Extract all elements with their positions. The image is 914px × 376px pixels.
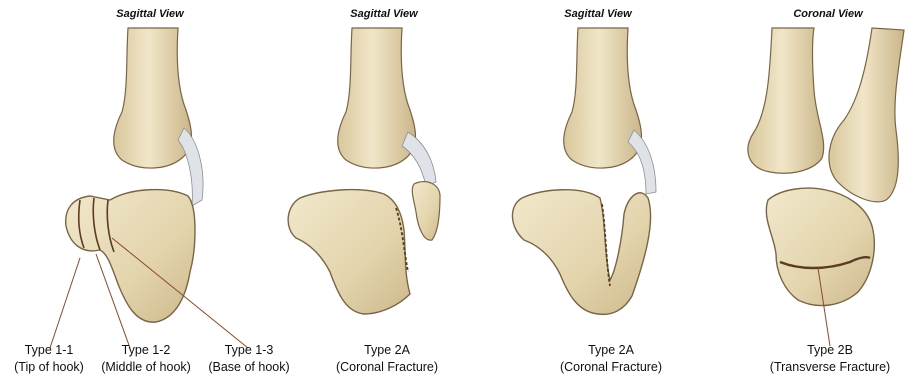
label-type-1-1-desc: (Tip of hook)	[6, 359, 92, 376]
panel-1-leader-type-1-1	[50, 258, 80, 348]
panel-1-drawing	[50, 28, 248, 348]
label-panel-2-name: Type 2A	[324, 342, 450, 359]
panel-3-hamate-body	[512, 190, 650, 315]
panel-4-drawing	[748, 28, 904, 346]
label-type-1-3-name: Type 1-3	[204, 342, 294, 359]
label-panel-3-name: Type 2A	[548, 342, 674, 359]
panel-3-ligament	[628, 130, 656, 194]
label-type-1-2-name: Type 1-2	[92, 342, 200, 359]
label-type-1-1: Type 1-1 (Tip of hook)	[6, 342, 92, 376]
label-panel-4-name: Type 2B	[758, 342, 902, 359]
label-type-1-2-desc: (Middle of hook)	[92, 359, 200, 376]
panel-2-title: Sagittal View	[304, 8, 464, 20]
panel-2-ligament	[402, 132, 436, 186]
panel-4-title: Coronal View	[748, 8, 908, 20]
label-panel-3-type: Type 2A (Coronal Fracture)	[548, 342, 674, 376]
panel-4-right-metacarpal	[829, 28, 904, 202]
label-panel-2-desc: (Coronal Fracture)	[324, 359, 450, 376]
panel-1-title: Sagittal View	[70, 8, 230, 20]
panel-3-proximal-bone	[564, 28, 642, 168]
panel-3-title: Sagittal View	[518, 8, 678, 20]
label-type-1-2: Type 1-2 (Middle of hook)	[92, 342, 200, 376]
panel-2-hamate-body	[288, 190, 410, 314]
panel-1-proximal-bone	[114, 28, 192, 168]
panel-3-drawing	[512, 28, 656, 314]
label-panel-4-type: Type 2B (Transverse Fracture)	[758, 342, 902, 376]
panel-1-hamate-body	[66, 190, 195, 323]
label-panel-3-desc: (Coronal Fracture)	[548, 359, 674, 376]
panel-4-left-metacarpal	[748, 28, 824, 173]
label-panel-2-type: Type 2A (Coronal Fracture)	[324, 342, 450, 376]
panel-2-drawing	[288, 28, 440, 314]
label-type-1-3-desc: (Base of hook)	[204, 359, 294, 376]
panel-4-hamate	[766, 188, 874, 305]
label-panel-4-desc: (Transverse Fracture)	[758, 359, 902, 376]
panel-2-hook-fragment	[412, 182, 440, 241]
label-type-1-3: Type 1-3 (Base of hook)	[204, 342, 294, 376]
label-type-1-1-name: Type 1-1	[6, 342, 92, 359]
